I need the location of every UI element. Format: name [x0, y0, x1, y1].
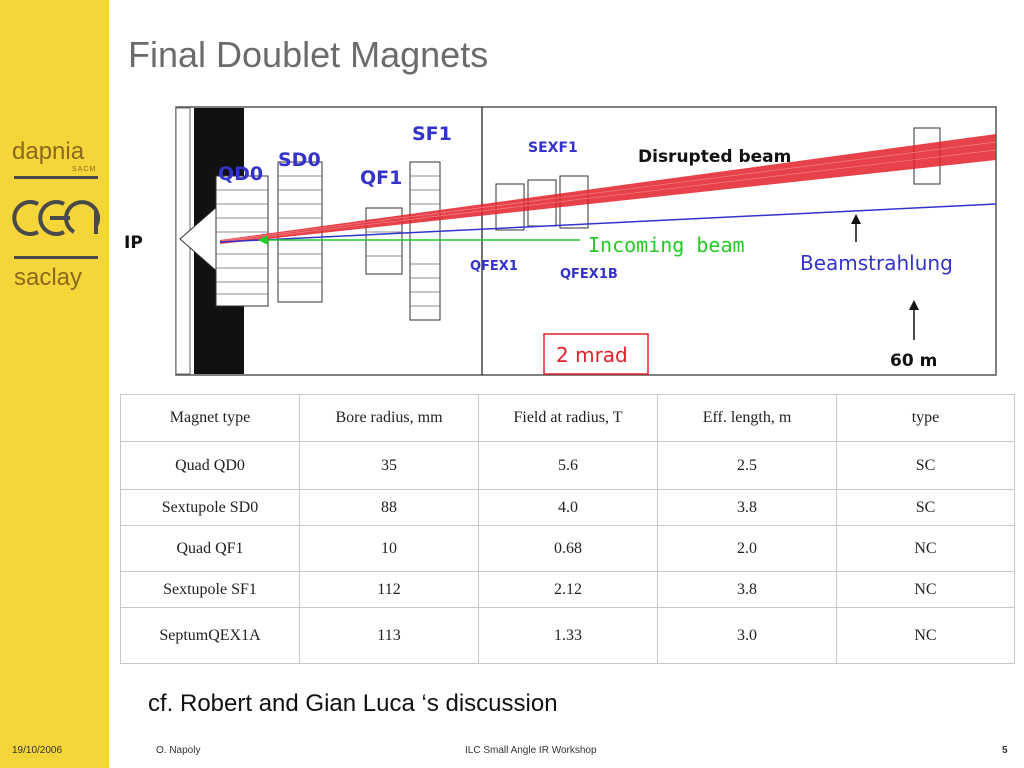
logo-divider	[14, 176, 98, 179]
cell-bore-radius: 113	[299, 607, 479, 664]
caption: cf. Robert and Gian Luca ‘s discussion	[148, 690, 558, 717]
disrupted-beam-label: Disrupted beam	[638, 147, 791, 167]
cell-type: SC	[836, 489, 1015, 526]
header-eff-length: Eff. length, m	[657, 394, 837, 442]
cell-eff-length: 2.0	[657, 525, 837, 572]
header-magnet-type: Magnet type	[120, 394, 300, 442]
beamstrahlung-label: Beamstrahlung	[800, 251, 953, 275]
cell-eff-length: 3.0	[657, 607, 837, 664]
cea-logo-icon	[12, 200, 100, 236]
table-row: Sextupole SD0 88 4.0 3.8 SC	[120, 489, 1015, 526]
cell-type: NC	[836, 571, 1015, 608]
beamstrahlung-line	[219, 203, 997, 243]
cell-type: NC	[836, 525, 1015, 572]
table-row: SeptumQEX1A 113 1.33 3.0 NC	[120, 607, 1015, 664]
footer-author: O. Napoly	[156, 745, 201, 756]
ip-label: IP	[124, 233, 143, 253]
footer-event: ILC Small Angle IR Workshop	[465, 745, 597, 756]
angle-label: 2 mrad	[556, 343, 628, 367]
cell-eff-length: 3.8	[657, 489, 837, 526]
sexf1-label: SEXF1	[528, 140, 578, 156]
saclay-logo: saclay	[14, 264, 83, 291]
cell-magnet-type: Sextupole SF1	[120, 571, 300, 608]
table-header-row: Magnet type Bore radius, mm Field at rad…	[120, 394, 1015, 442]
cell-field: 2.12	[478, 571, 658, 608]
dapnia-logo: dapnia	[12, 138, 85, 165]
sd0-label: SD0	[278, 149, 321, 171]
qd0-label: QD0	[218, 163, 263, 185]
qfex1-label: QFEX1	[470, 259, 518, 274]
footer-date: 19/10/2006	[12, 745, 63, 756]
cell-eff-length: 2.5	[657, 441, 837, 490]
header-field: Field at radius, T	[478, 394, 658, 442]
logo-divider	[14, 256, 98, 259]
cell-field: 1.33	[478, 607, 658, 664]
qf1-label: QF1	[360, 167, 402, 189]
sacm-label: SACM	[72, 166, 97, 173]
page-number: 5	[1002, 745, 1008, 756]
cell-magnet-type: SeptumQEX1A	[120, 607, 300, 664]
table-row: Sextupole SF1 112 2.12 3.8 NC	[120, 571, 1015, 608]
final-doublet-diagram: IP QD0 SD0 QF1 SF1 SEXF1 Disrupted beam …	[124, 106, 997, 376]
table-row: Quad QD0 35 5.6 2.5 SC	[120, 441, 1015, 490]
distance-label: 60 m	[890, 351, 937, 371]
slide-title: Final Doublet Magnets	[128, 34, 489, 75]
cell-field: 5.6	[478, 441, 658, 490]
cell-eff-length: 3.8	[657, 571, 837, 608]
cell-magnet-type: Quad QD0	[120, 441, 300, 490]
cell-type: NC	[836, 607, 1015, 664]
sf1-magnet	[409, 161, 441, 321]
cell-bore-radius: 10	[299, 525, 479, 572]
cell-bore-radius: 35	[299, 441, 479, 490]
magnet-table: Magnet type Bore radius, mm Field at rad…	[120, 394, 1015, 664]
cell-magnet-type: Sextupole SD0	[120, 489, 300, 526]
table-row: Quad QF1 10 0.68 2.0 NC	[120, 525, 1015, 572]
header-bore-radius: Bore radius, mm	[299, 394, 479, 442]
cell-field: 4.0	[478, 489, 658, 526]
sidebar: dapnia SACM saclay	[0, 0, 109, 768]
incoming-beam-arrow	[258, 235, 268, 245]
cell-bore-radius: 112	[299, 571, 479, 608]
cell-bore-radius: 88	[299, 489, 479, 526]
sf1-label: SF1	[412, 123, 452, 145]
cell-field: 0.68	[478, 525, 658, 572]
cell-type: SC	[836, 441, 1015, 490]
header-type: type	[836, 394, 1015, 442]
angle-box	[543, 333, 649, 375]
qfex1b-label: QFEX1B	[560, 267, 618, 282]
cell-magnet-type: Quad QF1	[120, 525, 300, 572]
incoming-beam-label: Incoming beam	[588, 233, 745, 257]
